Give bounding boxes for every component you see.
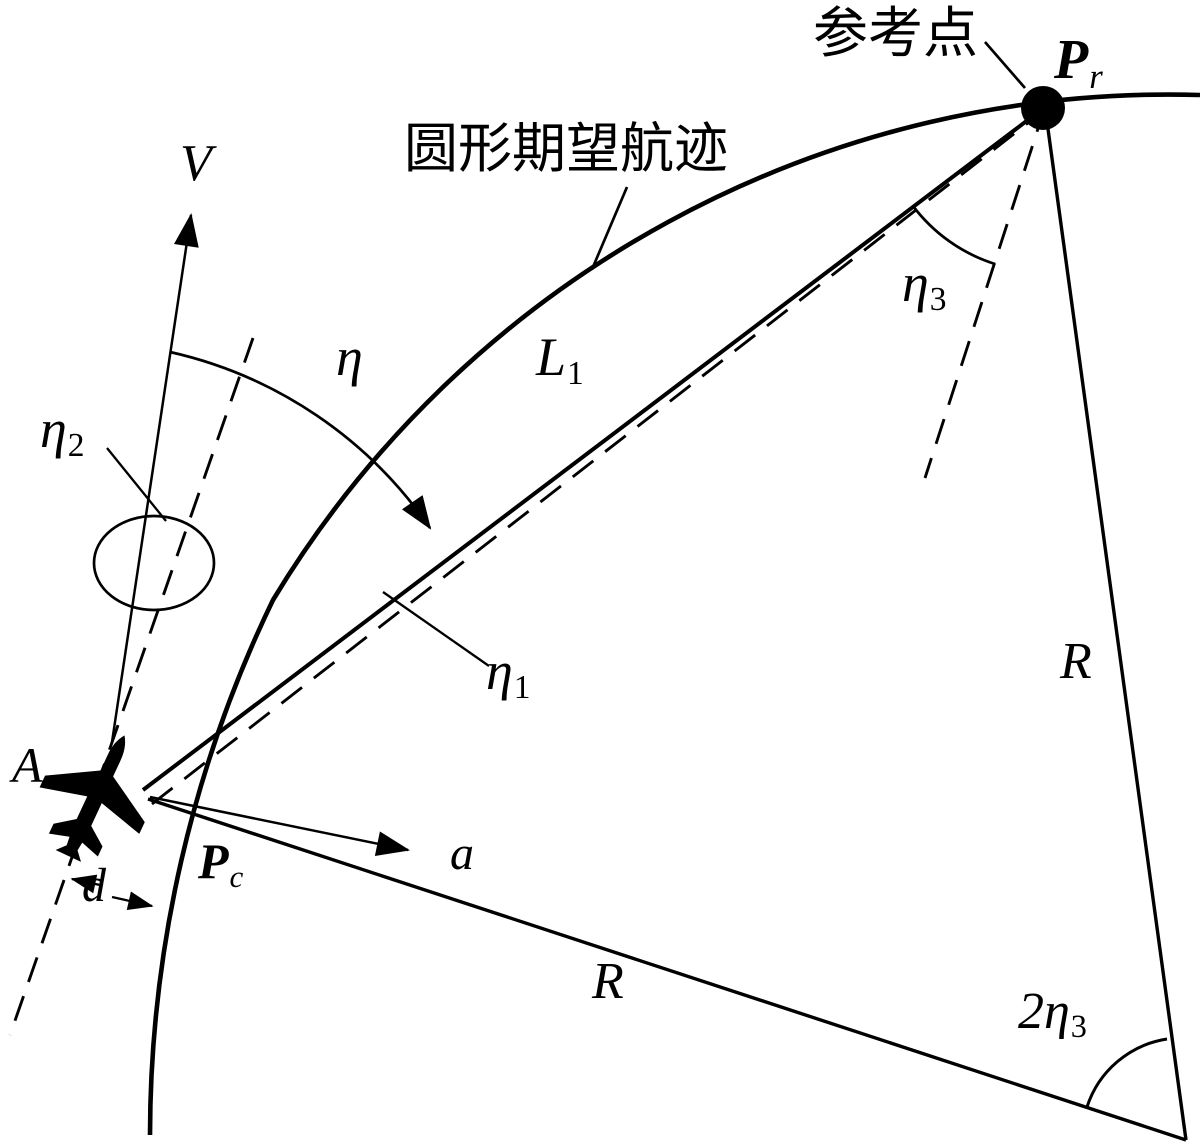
eta1-pointer-line	[382, 591, 490, 667]
label-reference-point: 参考点	[813, 2, 979, 64]
label-eta: η	[336, 327, 363, 387]
reference-point-pointer-line	[983, 41, 1027, 89]
label-cross-track-d: d	[82, 859, 106, 912]
heading-dashed-line	[8, 337, 255, 1036]
desired-path-arc	[147, 92, 1200, 1136]
label-l1-sub: 1	[567, 355, 584, 393]
reference-point-dot	[1021, 86, 1065, 130]
velocity-vector-arrow	[110, 212, 199, 743]
los-dashed-line	[151, 110, 1043, 806]
eta-angle-arc	[169, 350, 432, 530]
label-eta3: η3	[902, 253, 947, 317]
label-radius-lower: R	[592, 953, 624, 1010]
eta3-angle-arc	[911, 205, 996, 266]
label-pr: Pr	[1054, 29, 1103, 94]
label-l1-base: L	[536, 327, 567, 387]
desired-path-pointer-line	[591, 186, 629, 268]
label-eta2: η2	[40, 399, 85, 463]
aircraft-icon	[39, 735, 145, 862]
label-accel-a: a	[450, 827, 474, 880]
label-two-eta3-base: 2η	[1018, 983, 1070, 1040]
label-point-a: A	[12, 737, 43, 793]
label-radius-upper: R	[1060, 633, 1092, 690]
label-pc-base: P	[198, 833, 229, 889]
label-pr-base: P	[1054, 29, 1089, 91]
label-desired-path: 圆形期望航迹	[404, 119, 728, 179]
label-eta1-sub: 1	[513, 669, 531, 707]
two-eta3-angle-arc	[1085, 1037, 1168, 1108]
label-eta1-base: η	[486, 641, 513, 701]
reference-dashed-line	[923, 106, 1047, 479]
radius-line-upper	[1043, 106, 1188, 1141]
label-two-eta3: 2η3	[1018, 983, 1087, 1043]
d-dimension-arrow-right	[111, 891, 154, 911]
l1-line	[141, 105, 1047, 792]
label-pc: Pc	[198, 833, 243, 892]
label-eta3-sub: 3	[929, 281, 947, 319]
label-eta3-base: η	[902, 253, 929, 313]
label-eta2-sub: 2	[67, 427, 85, 465]
label-l1: L1	[536, 327, 584, 391]
accel-vector-arrow	[149, 795, 411, 856]
eta2-ellipse	[92, 514, 216, 612]
radius-line-lower	[147, 797, 1187, 1142]
label-two-eta3-sub: 3	[1070, 1008, 1087, 1045]
label-velocity: V	[180, 135, 212, 192]
d-dimension-arrow-left	[70, 874, 101, 894]
label-pr-sub: r	[1089, 56, 1103, 96]
eta2-pointer-line	[106, 447, 167, 522]
label-eta2-base: η	[40, 399, 67, 459]
label-eta1: η1	[486, 641, 531, 705]
label-pc-sub: c	[229, 858, 244, 894]
